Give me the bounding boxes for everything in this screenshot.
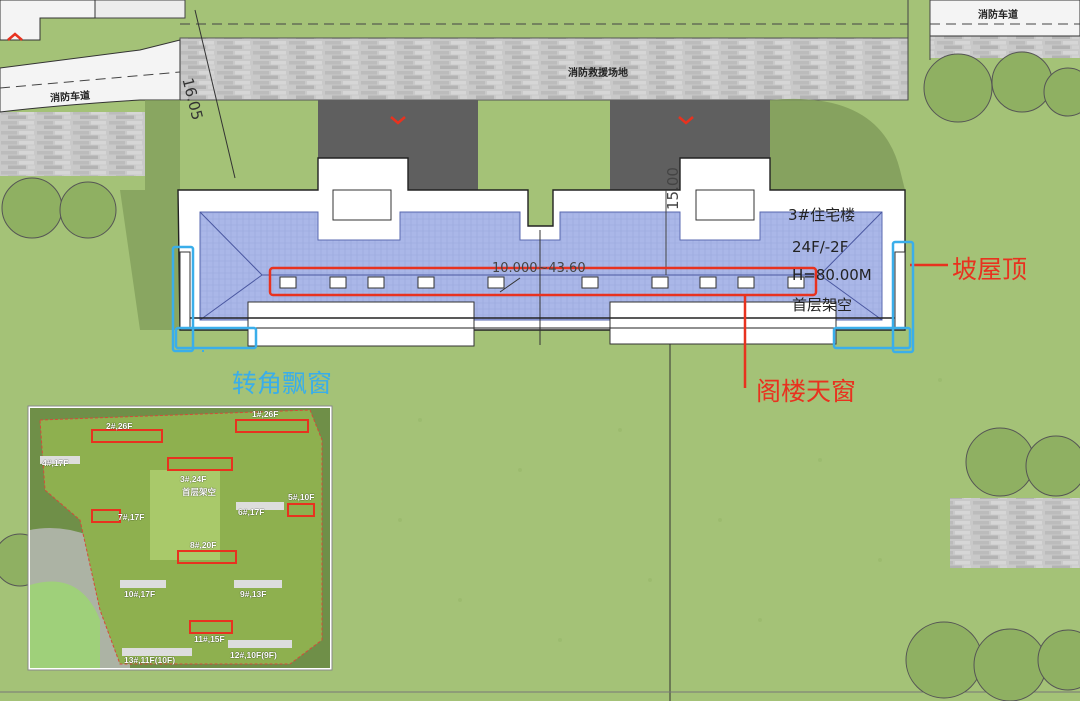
attic-skylight-annotation: 阁楼天窗: [756, 377, 857, 406]
fire-road-label-left: 消防车道: [49, 90, 91, 105]
inset-label-3-note: 首层架空: [182, 487, 217, 497]
slope-roof-annotation: 坡屋顶: [952, 255, 1028, 284]
inset-label-10: 10#,17F: [124, 589, 156, 599]
grass-texture: [398, 378, 942, 642]
skylight-highlight: [268, 266, 818, 297]
inset-label-2: 2#,26F: [106, 421, 133, 431]
inset-label-7: 7#,17F: [118, 512, 145, 522]
inset-label-1: 1#,26F: [252, 409, 279, 419]
inset-label-12: 12#,10F(9F): [230, 650, 277, 660]
inset-label-3: 3#,24F: [180, 474, 207, 484]
attic-skylights: [279, 276, 805, 289]
fire-rescue-paving: [179, 37, 909, 101]
dimension-elevation-text: 10.000~43.60: [492, 261, 586, 276]
inset-label-4: 4#,17F: [42, 458, 69, 468]
inset-site-plan: [27, 405, 333, 671]
road-corner: [0, 0, 96, 41]
dimension-line-road: [194, 9, 236, 179]
trees: [0, 51, 1080, 701]
inset-label-9: 9#,13F: [240, 589, 267, 599]
building-3: [177, 157, 906, 347]
corner-window-highlight: [171, 240, 915, 354]
inset-label-5: 5#,10F: [288, 492, 315, 502]
building-floors: 24F/-2F: [792, 238, 849, 256]
dimension-depth-text: 15.00: [664, 167, 682, 210]
slope-roof: [199, 211, 883, 321]
inset-label-6: 6#,17F: [238, 507, 265, 517]
corner-bay-window-annotation: 转角飘窗: [232, 369, 333, 398]
inset-label-11: 11#,15F: [194, 634, 225, 644]
right-lower-paving: [950, 498, 1080, 568]
inset-label-13: 13#,11F(10F): [124, 655, 176, 665]
fire-road-label-right: 消防车道: [978, 10, 1018, 21]
building-height: H=80.00M: [792, 266, 872, 284]
plot-corner: [94, 0, 186, 19]
right-top-paving: [930, 36, 1080, 58]
building-name: 3#住宅楼: [788, 206, 856, 224]
inset-label-8: 8#,20F: [190, 540, 217, 550]
building-note: 首层架空: [792, 296, 853, 314]
left-paving: [0, 112, 145, 176]
fire-rescue-label: 消防救援场地: [568, 68, 628, 79]
